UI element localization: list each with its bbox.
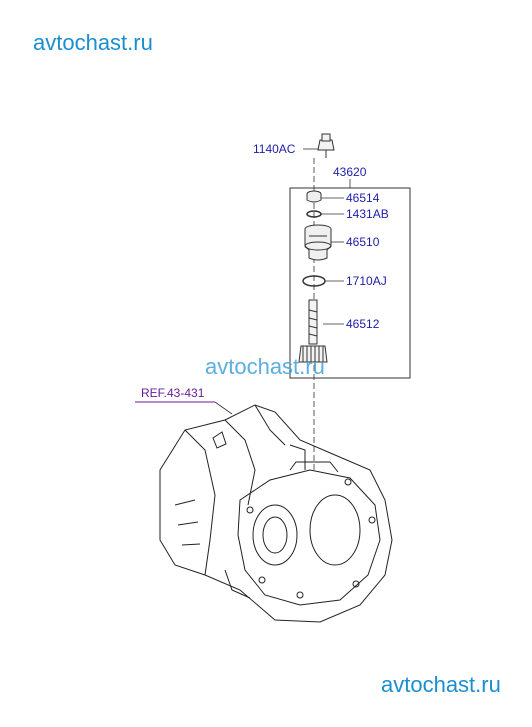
label-46514: 46514: [346, 191, 380, 205]
label-ref-43-431: REF.43-431: [141, 386, 205, 400]
bolt-1140ac: [317, 133, 335, 158]
label-1710aj: 1710AJ: [346, 274, 387, 288]
watermark-bottom: avtochast.ru: [381, 672, 501, 697]
sleeve-46510: [304, 224, 332, 261]
watermark-middle: avtochast.ru: [205, 354, 325, 379]
transmission-case: [159, 404, 393, 623]
label-1140ac: 1140AC: [253, 142, 296, 156]
cap-46514: [306, 190, 322, 203]
watermark-top: avtochast.ru: [33, 30, 153, 55]
label-43620: 43620: [333, 165, 367, 179]
label-46510: 46510: [346, 235, 380, 249]
gear-46512: [298, 299, 328, 363]
label-1431ab: 1431AB: [346, 207, 389, 221]
label-46512: 46512: [346, 317, 380, 331]
